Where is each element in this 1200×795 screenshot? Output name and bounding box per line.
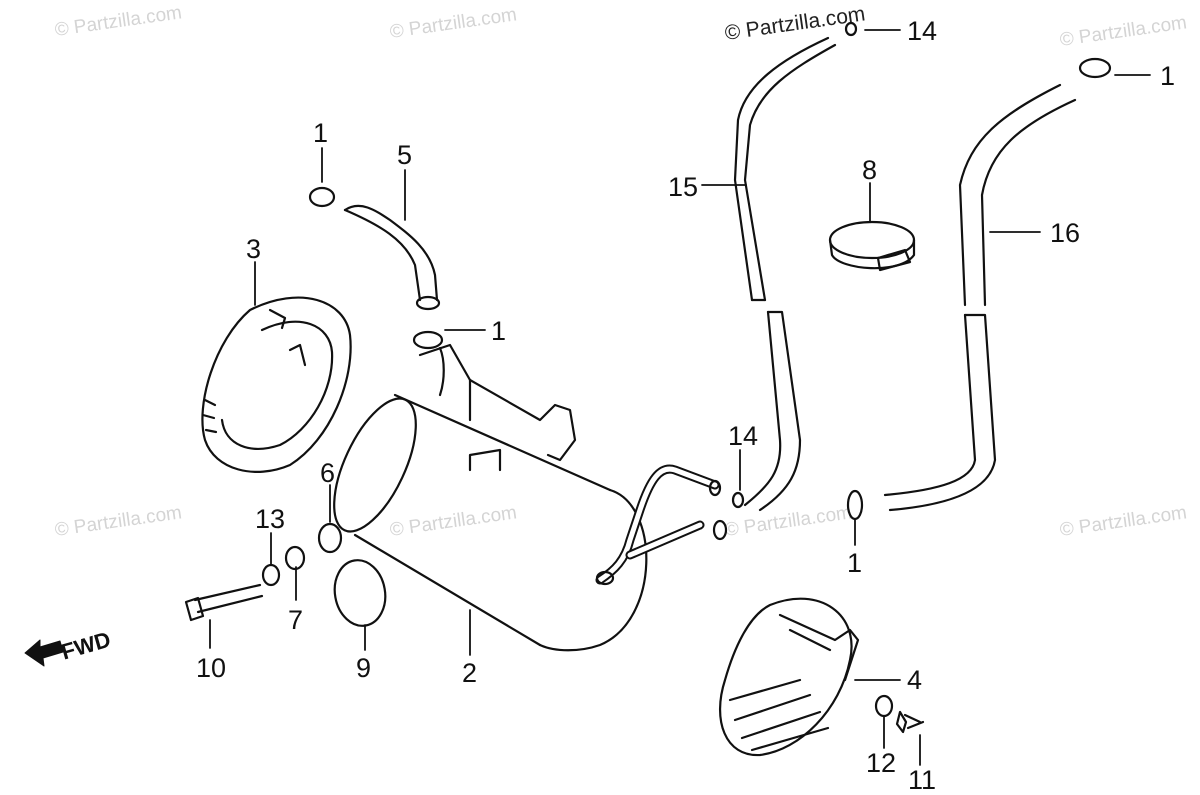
band-clamp	[828, 220, 916, 272]
callout-5: 5	[397, 140, 413, 170]
bolt	[184, 583, 264, 622]
callout-1: 1	[1160, 61, 1176, 91]
callout-8: 8	[862, 155, 878, 185]
callout-11: 11	[908, 765, 937, 795]
long-hose-15	[733, 36, 837, 512]
front-cover	[201, 296, 352, 473]
callout-1: 1	[313, 118, 329, 148]
screw-washer	[874, 694, 925, 734]
callout-10: 10	[196, 653, 227, 683]
callout-7: 7	[288, 605, 304, 635]
callout-15: 15	[668, 172, 699, 202]
callout-3: 3	[246, 234, 262, 264]
rear-cover	[718, 597, 860, 757]
short-bent-hose	[343, 204, 441, 311]
o-ring	[333, 559, 387, 627]
callout-4: 4	[907, 665, 923, 695]
callout-12: 12	[866, 748, 897, 778]
grommet-set	[261, 522, 343, 587]
callout-16: 16	[1050, 218, 1081, 248]
callout-2: 2	[462, 658, 478, 688]
canister-tank	[333, 343, 728, 652]
callout-14: 14	[907, 16, 938, 46]
callout-13: 13	[255, 504, 286, 534]
hose-clamp-1	[308, 57, 1112, 521]
callout-14: 14	[728, 421, 759, 451]
callout-9: 9	[356, 653, 372, 683]
callout-1: 1	[847, 548, 863, 578]
small-clip-14	[731, 21, 858, 509]
long-hose-16	[883, 83, 1077, 512]
leader-lines	[209, 29, 1151, 766]
callout-6: 6	[320, 458, 336, 488]
fwd-arrow-icon	[24, 639, 64, 667]
callout-1: 1	[491, 316, 507, 346]
